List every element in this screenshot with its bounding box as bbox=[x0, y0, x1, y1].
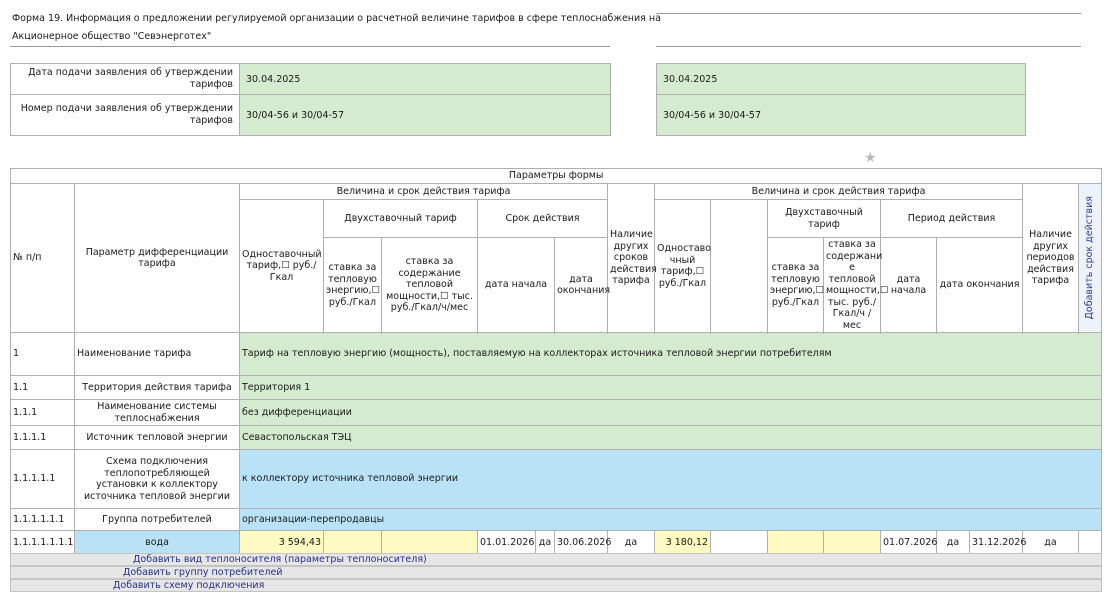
star-icon[interactable]: ★ bbox=[864, 150, 877, 166]
p2-end-input[interactable]: 31.12.2026 bbox=[969, 530, 1026, 555]
row-param: Территория действия тарифа bbox=[74, 375, 240, 400]
row-value[interactable]: организации-перепродавцы bbox=[238, 508, 1103, 531]
application-number-label: Номер подачи заявления об утверждении та… bbox=[10, 94, 240, 136]
application-number-value-right[interactable]: 30/04-56 и 30/04-57 bbox=[656, 94, 1026, 136]
p2-end-header: дата окончания bbox=[936, 237, 1023, 333]
add-carrier-button[interactable]: Добавить вид теплоносителя (параметры те… bbox=[10, 553, 1102, 566]
form-title: Форма 19. Информация о предложении регул… bbox=[12, 13, 661, 24]
p1-rate-capacity-input[interactable] bbox=[381, 530, 478, 555]
right-rule-top bbox=[656, 13, 1081, 14]
p2-empty-header bbox=[710, 199, 768, 333]
p1-two-part-header: Двухставочный тариф bbox=[323, 199, 478, 238]
row-num: 1.1.1.1.1.1 bbox=[10, 508, 75, 531]
application-date-value-right[interactable]: 30.04.2025 bbox=[656, 63, 1026, 95]
p2-group-header: Величина и срок действия тарифа bbox=[654, 183, 1023, 200]
add-period-label: Добавить срок действия bbox=[1084, 196, 1096, 320]
p2-rate-energy-input[interactable] bbox=[767, 530, 824, 555]
row-param: Наименование системы теплоснабжения bbox=[74, 399, 240, 426]
add-group-label: Добавить группу потребителей bbox=[123, 567, 283, 578]
application-info-table-right: 30.04.2025 30/04-56 и 30/04-57 bbox=[656, 63, 1026, 136]
row-param: вода bbox=[74, 530, 240, 555]
params-title: Параметры формы bbox=[9, 168, 1103, 184]
p1-end-input[interactable]: 30.06.2026 bbox=[554, 530, 611, 555]
p1-rate-energy-header: ставка за тепловую энергию,☐ руб./Гкал bbox=[323, 237, 382, 333]
p1-single-input[interactable]: 3 594,43 bbox=[239, 530, 324, 555]
row-param: Источник тепловой энергии bbox=[74, 425, 240, 450]
table-row: 1.1.1.1 Источник тепловой энергии Севаст… bbox=[10, 425, 1103, 450]
row-value[interactable]: к коллектору источника тепловой энергии bbox=[238, 449, 1103, 509]
p1-other-select[interactable]: да bbox=[607, 530, 655, 555]
p2-rate-capacity-input[interactable] bbox=[823, 530, 881, 555]
row-num: 1 bbox=[10, 332, 75, 376]
table-row: 1.1 Территория действия тарифа Территори… bbox=[10, 375, 1103, 400]
p2-empty-cell bbox=[710, 530, 768, 555]
application-date-value[interactable]: 30.04.2025 bbox=[239, 63, 611, 95]
table-row: 1.1.1 Наименование системы теплоснабжени… bbox=[10, 399, 1103, 426]
p1-single-header: Одноставочный тариф,☐ руб./Гкал bbox=[239, 199, 324, 333]
tariff-data-row: 1.1.1.1.1.1.1 вода 3 594,43 01.01.2026 д… bbox=[10, 530, 1103, 555]
col-header-num: № п/п bbox=[10, 183, 75, 333]
tariff-parameters-table: Параметры формы № п/п Параметр дифференц… bbox=[9, 168, 1103, 555]
row-num: 1.1.1.1.1.1.1 bbox=[10, 530, 75, 555]
p1-validity-header: Срок действия bbox=[477, 199, 608, 238]
row-param: Схема подключения теплопотребляющей уста… bbox=[74, 449, 240, 509]
p1-rate-energy-input[interactable] bbox=[323, 530, 382, 555]
row-num: 1.1 bbox=[10, 375, 75, 400]
p1-start-flag[interactable]: да bbox=[535, 530, 555, 555]
p2-single-header: Одноставо чный тариф,☐ руб./Гкал bbox=[654, 199, 711, 333]
p2-rate-energy-header: ставка за тепловую энергию,☐ руб./Гкал bbox=[767, 237, 824, 333]
p2-start-input[interactable]: 01.07.2026 bbox=[880, 530, 937, 555]
organization-name: Акционерное общество "Севэнерготех" bbox=[12, 31, 212, 42]
p2-two-part-header: Двухставочный тариф bbox=[767, 199, 881, 238]
application-number-value[interactable]: 30/04-56 и 30/04-57 bbox=[239, 94, 611, 136]
p2-rate-capacity-header: ставка за содержани е тепловой мощности,… bbox=[823, 237, 888, 333]
table-row: 1.1.1.1.1.1 Группа потребителей организа… bbox=[10, 508, 1103, 531]
row-value[interactable]: без дифференциации bbox=[238, 399, 1103, 426]
row-num: 1.1.1.1.1 bbox=[10, 449, 75, 509]
row-value[interactable]: Территория 1 bbox=[238, 375, 1103, 400]
p2-single-input[interactable]: 3 180,12 bbox=[654, 530, 711, 555]
add-period-button[interactable]: Добавить срок действия bbox=[1077, 183, 1103, 333]
add-carrier-label: Добавить вид теплоносителя (параметры те… bbox=[133, 554, 427, 565]
right-rule-bottom bbox=[656, 46, 1081, 47]
p1-group-header: Величина и срок действия тарифа bbox=[239, 183, 608, 200]
row-tail-cell bbox=[1077, 530, 1103, 555]
p1-other-header: Наличие других сроков действия тарифа bbox=[607, 183, 657, 333]
add-scheme-button[interactable]: Добавить схему подключения bbox=[10, 579, 1102, 592]
p2-other-select[interactable]: да bbox=[1022, 530, 1079, 555]
table-row: 1.1.1.1.1 Схема подключения теплопотребл… bbox=[10, 449, 1103, 509]
row-num: 1.1.1 bbox=[10, 399, 75, 426]
row-param: Группа потребителей bbox=[74, 508, 240, 531]
form-header: Форма 19. Информация о предложении регул… bbox=[12, 12, 661, 43]
row-num: 1.1.1.1 bbox=[10, 425, 75, 450]
p2-other-header: Наличие других периодов действия тарифа bbox=[1022, 183, 1079, 333]
add-group-button[interactable]: Добавить группу потребителей bbox=[10, 566, 1102, 579]
row-value[interactable]: Севастопольская ТЭЦ bbox=[238, 425, 1103, 450]
p2-validity-header: Период действия bbox=[880, 199, 1023, 238]
header-underline bbox=[10, 46, 610, 47]
application-info-table: Дата подачи заявления об утверждении тар… bbox=[10, 63, 611, 136]
row-param: Наименование тарифа bbox=[74, 332, 240, 376]
application-date-label: Дата подачи заявления об утверждении тар… bbox=[10, 63, 240, 95]
p1-start-header: дата начала bbox=[477, 237, 555, 333]
p2-start-header: дата начала bbox=[880, 237, 937, 333]
add-scheme-label: Добавить схему подключения bbox=[113, 580, 265, 591]
p1-start-input[interactable]: 01.01.2026 bbox=[477, 530, 536, 555]
p1-end-header: дата окончания bbox=[554, 237, 610, 333]
col-header-param: Параметр дифференциации тарифа bbox=[74, 183, 240, 333]
p1-rate-capacity-header: ставка за содержание тепловой мощности,☐… bbox=[381, 237, 478, 333]
p2-start-flag[interactable]: да bbox=[936, 530, 970, 555]
row-value[interactable]: Тариф на тепловую энергию (мощность), по… bbox=[238, 332, 1103, 376]
table-row: 1 Наименование тарифа Тариф на тепловую … bbox=[10, 332, 1103, 376]
